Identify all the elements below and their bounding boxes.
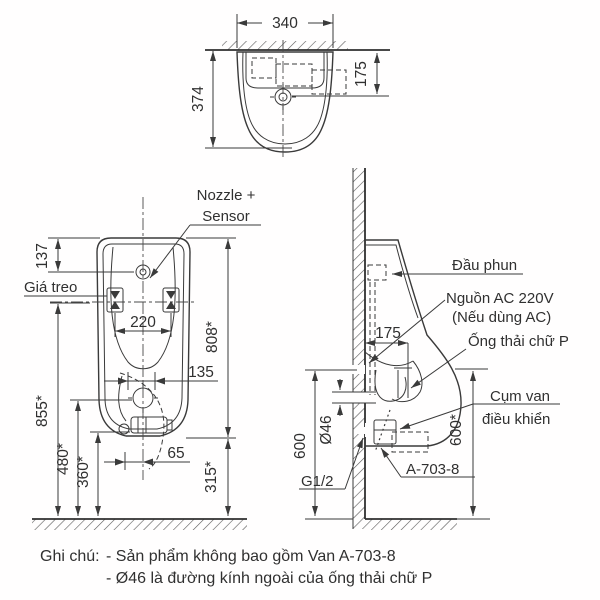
inlet-leader [344, 437, 364, 490]
power-leader [368, 299, 446, 364]
urinal-side-outline [365, 239, 462, 447]
inlet-label: G1/2 [301, 473, 334, 490]
side-bowl-line [364, 351, 414, 367]
top-view-wall-hatch [222, 41, 348, 50]
dim-600-ref: 600* [448, 414, 465, 446]
note-line-2: - Ø46 là đường kính ngoài của ống thải c… [106, 570, 432, 587]
hidden-flush-unit-3 [311, 69, 347, 95]
nozzle-front-inner [139, 268, 147, 276]
urinal-front-outline [96, 237, 191, 437]
urinal-side-inner-rim [365, 244, 419, 319]
mounting-bracket-left [106, 287, 124, 313]
hidden-nozzle [367, 264, 387, 281]
side-view: 175 600 Ø46 600* Đầu phun Nguồn AC 220V … [292, 168, 569, 530]
urinal-top-inner-rim [242, 51, 328, 145]
top-view: 340 374 175 [190, 14, 390, 158]
ptrap-label: Ống thải chữ P [468, 332, 569, 350]
dim-dia-46: Ø46 [318, 415, 335, 444]
urinal-front-inner-rim [102, 243, 185, 430]
dim-side-175: 175 [375, 325, 401, 342]
dim-137: 137 [34, 243, 51, 269]
urinal-top-basin-line [245, 52, 325, 89]
notes: Ghi chú: - Sản phẩm không bao gồm Van A-… [40, 547, 432, 587]
dim-808: 808* [204, 321, 221, 353]
valve-model-leader [380, 447, 402, 478]
urinal-top-outline [236, 51, 334, 153]
side-wall-hatch [353, 168, 365, 529]
dim-360: 360* [75, 456, 92, 488]
valve-leader [399, 403, 474, 430]
note-prefix: Ghi chú: [40, 548, 100, 565]
front-floor-hatch [32, 519, 247, 530]
mounting-bracket-right [162, 287, 180, 313]
dim-600: 600 [292, 433, 309, 459]
power-label-1: Nguồn AC 220V [446, 290, 554, 307]
hidden-flush-unit-2 [275, 63, 313, 87]
dim-480: 480* [55, 443, 72, 475]
side-floor-hatch [365, 519, 457, 530]
ptrap-leader [410, 348, 467, 389]
dim-65: 65 [167, 445, 184, 462]
valve-model-label: A-703-8 [406, 461, 459, 478]
inlet-fitting [365, 423, 374, 437]
dim-315: 315* [203, 461, 220, 493]
hidden-flush-unit-1 [251, 57, 277, 79]
nozzle-top-outer [274, 88, 292, 106]
dim-220: 220 [130, 314, 156, 331]
dim-top-depth: 374 [190, 86, 207, 112]
nozzle-sensor-label-1: Nozzle + [197, 187, 256, 204]
valve-label-1: Cụm van [490, 388, 550, 405]
front-view: Nozzle + Sensor Giá treo 137 220 808* 31… [24, 187, 261, 530]
valve-label-2: điều khiển [482, 411, 550, 428]
spray-head-label: Đầu phun [452, 257, 517, 274]
nozzle-sensor-label-2: Sensor [202, 208, 250, 225]
note-line-1: - Sản phẩm không bao gồm Van A-703-8 [106, 547, 396, 565]
side-valve-assembly [373, 409, 429, 453]
dim-top-width: 340 [272, 15, 298, 32]
power-label-2: (Nếu dùng AC) [452, 309, 551, 326]
nozzle-leader [149, 224, 191, 279]
dim-855: 855* [34, 395, 51, 427]
bracket-label: Giá treo [24, 279, 77, 296]
nozzle-top-inner [278, 92, 288, 102]
front-drain-circle [132, 387, 154, 409]
dim-top-nozzle-offset: 175 [353, 61, 370, 87]
dim-135: 135 [188, 364, 214, 381]
front-hidden-trap [119, 372, 165, 470]
